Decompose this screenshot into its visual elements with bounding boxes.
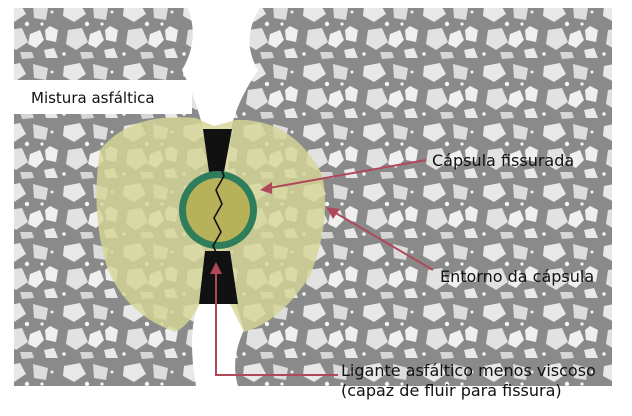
- cracked-capsule-label: Cápsula fissurada: [432, 151, 574, 170]
- binder-label-line1: Ligante asfáltico menos viscoso: [341, 361, 596, 380]
- capsule-surroundings-label: Entorno da cápsula: [440, 267, 594, 286]
- binder-label-line2: (capaz de fluir para fissura): [341, 381, 562, 400]
- mixture-label: Mistura asfáltica: [31, 89, 155, 107]
